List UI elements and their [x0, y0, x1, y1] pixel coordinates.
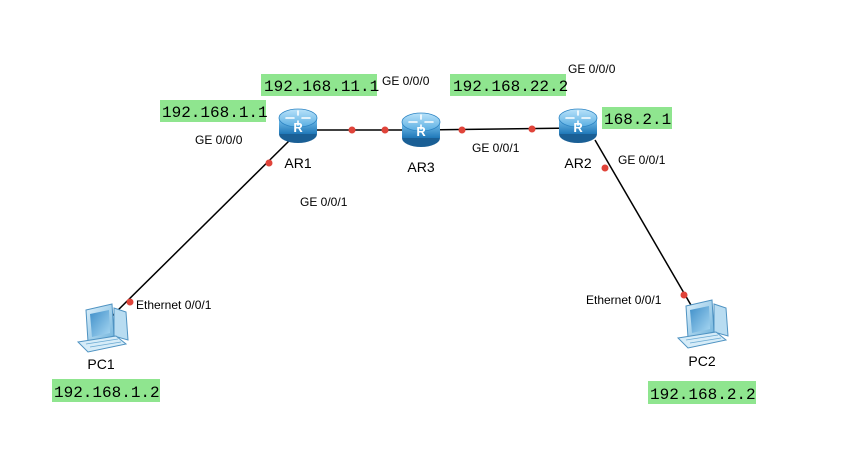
ip-label-ar1-ge000: 192.168.1.1 — [162, 104, 268, 122]
ip-highlight — [450, 74, 566, 96]
port-dot — [601, 164, 609, 172]
ip-highlight — [602, 107, 672, 129]
port-dot — [458, 126, 466, 134]
router-ar2[interactable]: AR2 — [558, 108, 598, 171]
ip-highlight — [648, 381, 756, 404]
ip-label-ar2-ge000: 192.168.22.2 — [453, 78, 568, 96]
ip-label-ar1-ge001: 192.168.11.1 — [264, 78, 379, 96]
node-label-ar1: AR1 — [284, 155, 311, 171]
link-ar1-pc1 — [107, 139, 291, 321]
ip-highlight — [261, 74, 377, 96]
pc-pc2[interactable]: PC2 — [677, 299, 729, 369]
port-label-pc2: Ethernet 0/0/1 — [586, 293, 662, 307]
ip-label-pc2: 192.168.2.2 — [650, 386, 756, 404]
port-dot — [126, 298, 134, 306]
port-dot — [381, 126, 389, 134]
node-label-pc1: PC1 — [87, 356, 114, 372]
ip-labels: 192.168.11.1 192.168.22.2 192.168.1.1 16… — [52, 74, 756, 404]
node-label-ar3: AR3 — [407, 159, 434, 175]
pc-icon — [77, 303, 129, 353]
port-label-ar2-top: GE 0/0/0 — [568, 62, 616, 76]
port-label-ar1-left: GE 0/0/0 — [195, 133, 243, 147]
port-dot — [348, 126, 356, 134]
port-dot — [680, 291, 688, 299]
router-ar3[interactable]: AR3 — [401, 112, 441, 175]
pc-pc1[interactable]: PC1 — [77, 303, 129, 372]
ip-label-pc1: 192.168.1.2 — [54, 384, 160, 402]
pc-icon — [677, 299, 729, 349]
port-label-ar1-right: GE 0/0/1 — [300, 195, 348, 209]
link-ar2-pc2 — [594, 139, 696, 313]
node-label-ar2: AR2 — [564, 155, 591, 171]
port-label-ar2-right: GE 0/0/1 — [618, 153, 666, 167]
ip-highlight — [52, 379, 160, 402]
port-labels: GE 0/0/0 GE 0/0/0 GE 0/0/0 GE 0/0/1 GE 0… — [136, 62, 666, 312]
router-icon — [401, 112, 441, 148]
port-dot — [265, 159, 273, 167]
port-dot — [528, 125, 536, 133]
link-ar3-ar2 — [419, 127, 577, 131]
router-icon — [558, 108, 598, 144]
node-label-pc2: PC2 — [688, 353, 715, 369]
links — [107, 127, 696, 321]
ip-highlight — [160, 100, 266, 122]
port-label-ar3-left: GE 0/0/0 — [382, 74, 430, 88]
ip-label-ar2-ge001: 168.2.1 — [604, 111, 671, 129]
port-label-pc1: Ethernet 0/0/1 — [136, 298, 212, 312]
port-label-ar3-right: GE 0/0/1 — [472, 141, 520, 155]
router-icon — [278, 108, 318, 144]
router-ar1[interactable]: AR1 — [278, 108, 318, 171]
port-dots — [126, 125, 688, 306]
